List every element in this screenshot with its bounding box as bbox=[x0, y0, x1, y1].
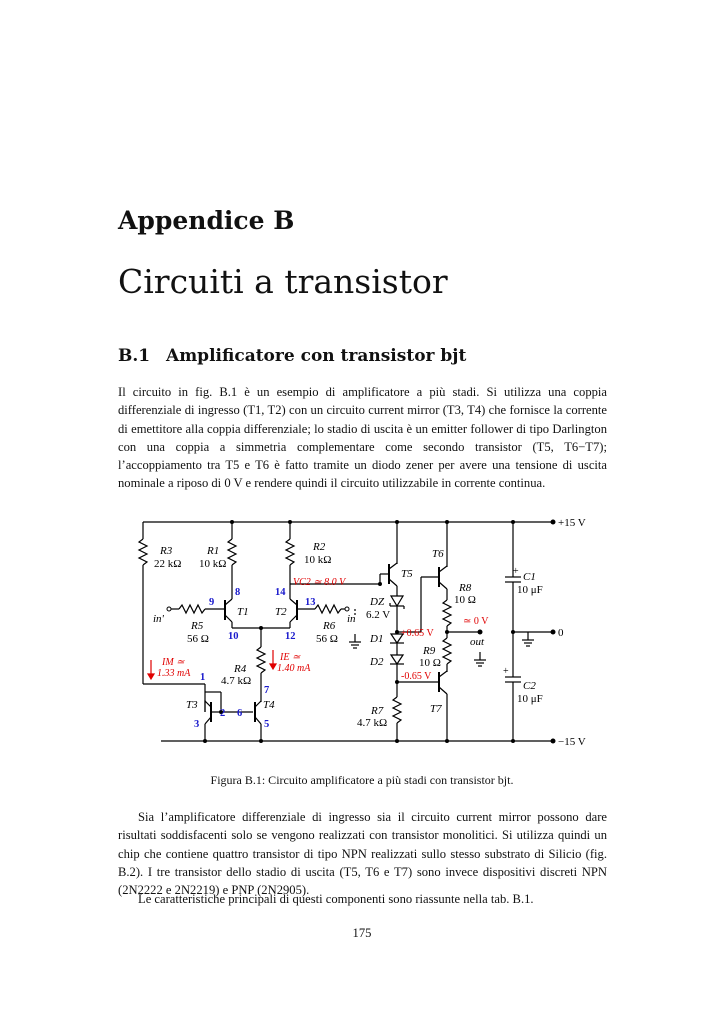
svg-text:+: + bbox=[503, 666, 509, 677]
annotation-im-value: 1.33 mA bbox=[157, 668, 191, 679]
rail-gnd: 0 bbox=[558, 627, 564, 639]
node-7: 7 bbox=[264, 685, 269, 696]
annotation-im-label: IM ≃ bbox=[161, 657, 185, 668]
chapter-title: Circuiti a transistor bbox=[118, 262, 448, 301]
label-t1: T1 bbox=[237, 606, 249, 618]
label-c1: C1 bbox=[523, 571, 536, 583]
node-10: 10 bbox=[228, 631, 239, 642]
section-heading: B.1 Amplificatore con transistor bjt bbox=[118, 346, 466, 366]
terminal-in: in bbox=[347, 613, 356, 625]
node-9: 9 bbox=[209, 597, 214, 608]
value-r1: 10 kΩ bbox=[199, 558, 226, 570]
paragraph-monolithic: Sia l’amplificatore differenziale di ing… bbox=[118, 810, 607, 898]
value-r5: 56 Ω bbox=[187, 633, 209, 645]
value-r2: 10 kΩ bbox=[304, 554, 331, 566]
junction-dots bbox=[166, 519, 556, 744]
paragraph-intro: Il circuito in fig. B.1 è un esempio di … bbox=[118, 385, 607, 491]
value-dz: 6.2 V bbox=[366, 609, 390, 621]
label-r7: R7 bbox=[370, 705, 384, 717]
label-t4: T4 bbox=[263, 699, 275, 711]
annotation-v-out: ≃ 0 V bbox=[463, 616, 489, 627]
label-r9: R9 bbox=[422, 645, 436, 657]
appendix-label: Appendice B bbox=[118, 206, 295, 235]
annotation-vc2: VC2 ≃ 8.0 V bbox=[293, 577, 347, 588]
label-r1: R1 bbox=[206, 545, 219, 557]
node-14: 14 bbox=[275, 587, 286, 598]
label-r3: R3 bbox=[159, 545, 173, 557]
value-r7: 4.7 kΩ bbox=[357, 717, 387, 729]
label-d2: D2 bbox=[369, 656, 384, 668]
component-labels: R3 22 kΩ R1 10 kΩ R2 10 kΩ R4 4.7 kΩ R5 … bbox=[153, 517, 586, 748]
node-6: 6 bbox=[237, 708, 242, 719]
annotation-v-minus: -0.65 V bbox=[401, 671, 432, 682]
node-1: 1 bbox=[200, 672, 205, 683]
label-r4: R4 bbox=[233, 663, 247, 675]
section-number: B.1 bbox=[118, 346, 151, 366]
circuit-wires bbox=[137, 521, 553, 742]
rail-pos: +15 V bbox=[558, 517, 586, 529]
node-12: 12 bbox=[285, 631, 296, 642]
svg-text:+: + bbox=[513, 566, 519, 577]
node-3: 3 bbox=[194, 719, 199, 730]
annotation-v-plus: +0.65 V bbox=[401, 628, 434, 639]
value-r4: 4.7 kΩ bbox=[221, 675, 251, 687]
annotation-ie-value: 1.40 mA bbox=[277, 663, 311, 674]
value-c1: 10 μF bbox=[517, 584, 543, 596]
rail-neg: −15 V bbox=[558, 736, 586, 748]
node-8: 8 bbox=[235, 587, 240, 598]
paragraph-summary: Le caratteristiche principali di questi … bbox=[138, 892, 534, 906]
label-r5: R5 bbox=[190, 620, 204, 632]
terminal-out: out bbox=[470, 636, 485, 648]
terminal-in-prime: in' bbox=[153, 613, 165, 625]
value-r9: 10 Ω bbox=[419, 657, 441, 669]
circuit-diagram: R3 22 kΩ R1 10 kΩ R2 10 kΩ R4 4.7 kΩ R5 … bbox=[137, 517, 586, 748]
label-t7: T7 bbox=[430, 703, 442, 715]
voltage-annotations: VC2 ≃ 8.0 V IM ≃ 1.33 mA IE ≃ 1.40 mA +0… bbox=[157, 577, 489, 682]
current-arrows bbox=[146, 650, 278, 681]
label-t6: T6 bbox=[432, 548, 444, 560]
label-t2: T2 bbox=[275, 606, 287, 618]
page-number: 175 bbox=[352, 926, 372, 940]
node-5: 5 bbox=[264, 719, 269, 730]
node-numbers: 1 2 3 5 6 7 8 9 10 12 13 14 bbox=[194, 587, 316, 730]
label-t3: T3 bbox=[186, 699, 198, 711]
value-c2: 10 μF bbox=[517, 693, 543, 705]
annotation-ie-label: IE ≃ bbox=[279, 652, 301, 663]
label-t5: T5 bbox=[401, 568, 413, 580]
label-r2: R2 bbox=[312, 541, 326, 553]
label-c2: C2 bbox=[523, 680, 536, 692]
node-13: 13 bbox=[305, 597, 316, 608]
value-r8: 10 Ω bbox=[454, 594, 476, 606]
label-dz: DZ bbox=[369, 596, 385, 608]
label-r8: R8 bbox=[458, 582, 472, 594]
figure-caption: Figura B.1: Circuito amplificatore a più… bbox=[210, 773, 514, 787]
label-d1: D1 bbox=[369, 633, 383, 645]
value-r6: 56 Ω bbox=[316, 633, 338, 645]
label-r6: R6 bbox=[322, 620, 336, 632]
node-2: 2 bbox=[220, 708, 225, 719]
section-title: Amplificatore con transistor bjt bbox=[166, 346, 467, 366]
value-r3: 22 kΩ bbox=[154, 558, 181, 570]
